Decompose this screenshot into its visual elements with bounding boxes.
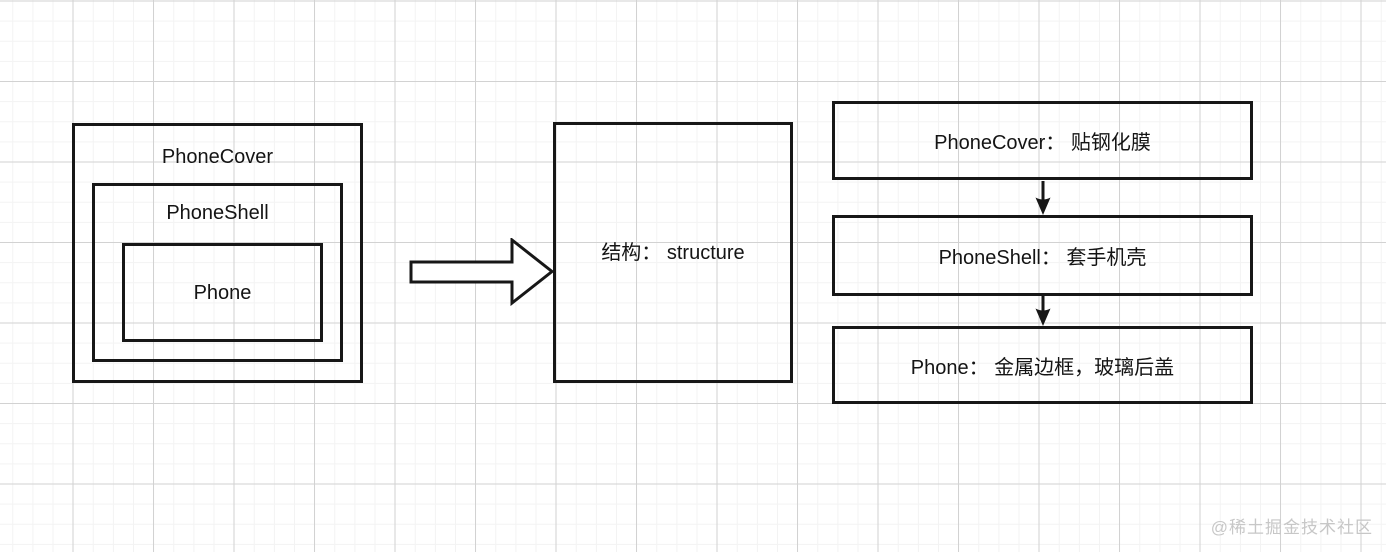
phoneshell-box bbox=[92, 183, 343, 362]
flow-box-phone: Phone： 金属边框，玻璃后盖 bbox=[832, 326, 1253, 404]
flow-box-phonecover: PhoneCover： 贴钢化膜 bbox=[832, 101, 1253, 180]
phonecover-label: PhoneCover bbox=[161, 146, 274, 168]
phonecover-box bbox=[72, 123, 363, 383]
phone-label: Phone bbox=[193, 281, 252, 304]
down-arrow-icon bbox=[1035, 181, 1051, 215]
flow-box-phoneshell: PhoneShell： 套手机壳 bbox=[832, 215, 1253, 296]
right-arrow-icon bbox=[409, 238, 555, 306]
structure-box bbox=[553, 122, 793, 383]
down-arrow-icon bbox=[1035, 294, 1051, 326]
structure-label: 结构： structure bbox=[601, 241, 745, 264]
watermark-text: @稀土掘金技术社区 bbox=[1210, 518, 1373, 537]
phone-box bbox=[122, 243, 323, 342]
phoneshell-label: PhoneShell bbox=[166, 202, 269, 224]
